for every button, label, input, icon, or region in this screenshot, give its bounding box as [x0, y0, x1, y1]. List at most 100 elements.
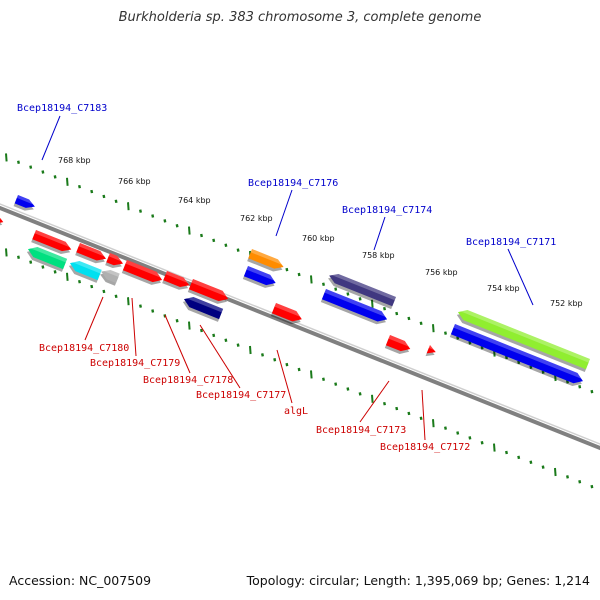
tick-mark: [41, 170, 45, 174]
callout-line: [164, 314, 191, 374]
tick-mark: [212, 238, 216, 243]
tick-mark: [151, 309, 155, 313]
gene-arrow: [68, 260, 102, 283]
gene-highlight: [428, 345, 437, 351]
scale-label: 754 kbp: [487, 284, 520, 293]
tick-mark: [224, 243, 228, 247]
scale-label: 752 kbp: [550, 299, 583, 308]
gene-callouts: Bcep18194_C7183Bcep18194_C7176Bcep18194_…: [17, 103, 556, 453]
gene-highlight: [125, 260, 163, 279]
tick-mark: [419, 321, 423, 326]
backbone-highlight: [0, 203, 600, 445]
callout-line: [359, 380, 390, 423]
tick-mark: [395, 406, 399, 411]
scale-label: 760 kbp: [302, 234, 335, 243]
backbone: [0, 203, 600, 451]
tick-mark: [114, 294, 118, 299]
tick-mark: [334, 287, 338, 291]
tick-mark: [444, 331, 447, 335]
gene-arrow: [13, 195, 36, 211]
tick-mark: [53, 270, 57, 274]
gene-arrow: [456, 309, 590, 372]
tick-mark: [224, 338, 228, 342]
gene-arrow: [328, 273, 396, 310]
tick-mark: [407, 411, 411, 416]
gene-label-top: Bcep18194_C7176: [248, 178, 338, 189]
tick-mark: [517, 455, 521, 460]
map-title: Burkholderia sp. 383 chromosome 3, compl…: [118, 10, 482, 25]
gene-arrow: [320, 289, 388, 325]
tick-mark: [200, 233, 203, 238]
gene-highlight: [28, 246, 68, 263]
gene-arrow: [26, 246, 68, 272]
callout-line: [199, 324, 241, 389]
gene-body: [183, 296, 224, 320]
tick-mark: [127, 202, 130, 211]
gene-label-top: Bcep18194_C7174: [342, 205, 432, 216]
tick-mark: [102, 289, 106, 294]
scale-label: 758 kbp: [362, 251, 395, 260]
gene-highlight: [165, 271, 190, 284]
gene-body: [248, 249, 284, 269]
scale-label: 766 kbp: [118, 177, 151, 186]
gene-arrow: [242, 266, 277, 288]
gene-body: [271, 303, 302, 322]
gene-body: [0, 213, 4, 224]
tick-mark: [139, 209, 142, 213]
tick-mark: [5, 248, 8, 257]
tick-mark: [151, 214, 155, 218]
tick-mark: [78, 184, 81, 189]
tick-mark: [17, 160, 20, 165]
gene-body: [321, 289, 388, 322]
tick-mark: [541, 370, 545, 374]
topology-text: Topology: circular; Length: 1,395,069 bp…: [246, 573, 590, 588]
gene-body: [329, 273, 396, 307]
tick-mark: [346, 387, 350, 391]
tick-mark: [541, 465, 545, 469]
gene-arrow: [100, 269, 120, 286]
tick-mark: [566, 475, 569, 479]
gene-arrow: [0, 213, 4, 227]
tick-mark: [383, 306, 386, 311]
tick-mark: [590, 389, 594, 394]
gene-label-bottom: Bcep18194_C7172: [380, 442, 470, 453]
tick-mark: [578, 385, 582, 389]
tick-mark: [285, 267, 289, 272]
tick-mark: [285, 362, 289, 367]
gene-highlight: [101, 269, 120, 277]
tick-mark: [200, 328, 203, 333]
tick-mark: [297, 367, 301, 372]
callout-line: [373, 216, 386, 251]
tick-mark: [419, 416, 423, 421]
gene-label-bottom: Bcep18194_C7179: [90, 358, 180, 369]
tick-mark: [529, 365, 533, 369]
tick-mark: [468, 341, 472, 345]
callout-line: [41, 115, 61, 161]
tick-mark: [236, 248, 240, 252]
tick-mark: [273, 358, 277, 362]
gene-body: [14, 195, 35, 208]
callout-line: [131, 297, 137, 357]
gene-label-top: Bcep18194_C7171: [466, 237, 556, 248]
tick-mark: [456, 431, 460, 435]
tick-mark: [590, 484, 594, 489]
gene-arrow: [270, 303, 303, 325]
tick-mark: [163, 219, 167, 223]
gene-arrow: [75, 243, 107, 264]
accession-text: Accession: NC_007509: [9, 573, 152, 588]
gene-label-bottom: Bcep18194_C7173: [316, 425, 406, 436]
tick-mark: [517, 360, 521, 365]
gene-arrow: [449, 324, 584, 387]
scale-label: 762 kbp: [240, 214, 273, 223]
backbone-line: [0, 205, 600, 451]
tick-mark: [310, 370, 313, 379]
gene-highlight: [34, 230, 72, 249]
gene-arrow: [162, 271, 190, 290]
tick-mark: [90, 284, 94, 289]
tick-mark: [41, 265, 45, 269]
tick-mark: [53, 175, 57, 179]
gene-body: [163, 271, 190, 287]
scale-label: 768 kbp: [58, 156, 91, 165]
